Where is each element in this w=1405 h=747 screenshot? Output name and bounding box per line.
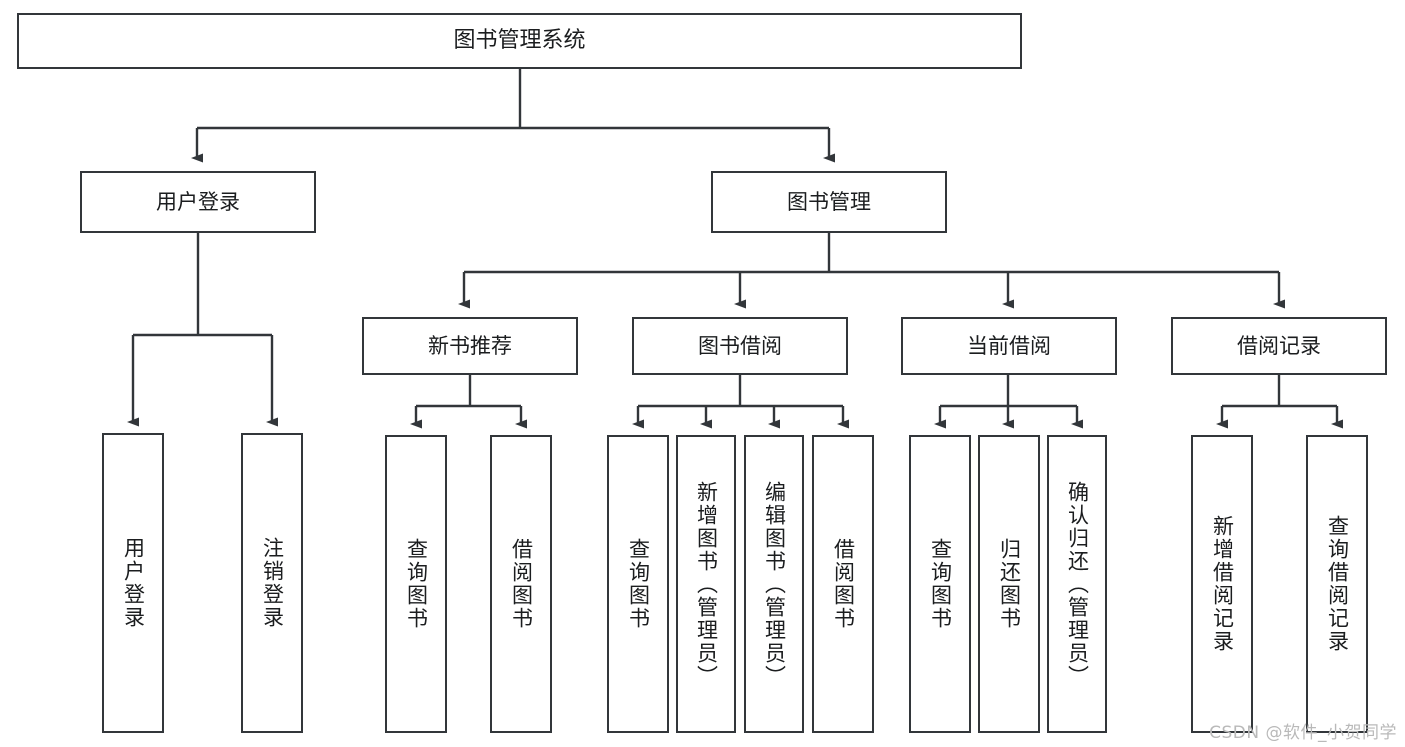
node-leaf-logout-label: 注销登录 <box>260 537 285 629</box>
node-leaf-query-book-3-label: 查询图书 <box>928 538 953 630</box>
node-new-book-rec[interactable]: 新书推荐 <box>362 317 578 375</box>
node-leaf-query-book-3[interactable]: 查询图书 <box>909 435 971 733</box>
node-leaf-query-book-2-label: 查询图书 <box>626 538 651 630</box>
node-book-manage[interactable]: 图书管理 <box>711 171 947 233</box>
node-book-borrow[interactable]: 图书借阅 <box>632 317 848 375</box>
node-borrow-record[interactable]: 借阅记录 <box>1171 317 1387 375</box>
node-new-book-rec-label: 新书推荐 <box>428 333 512 358</box>
node-leaf-borrow-book-1[interactable]: 借阅图书 <box>490 435 552 733</box>
node-leaf-borrow-book-1-label: 借阅图书 <box>509 538 534 630</box>
node-leaf-user-login[interactable]: 用户登录 <box>102 433 164 733</box>
node-leaf-query-book-1[interactable]: 查询图书 <box>385 435 447 733</box>
node-leaf-add-record-label: 新增借阅记录 <box>1210 515 1235 653</box>
node-leaf-confirm-return-label: 确认归还（管理员） <box>1065 480 1090 688</box>
watermark: CSDN @软件_小贺同学 <box>1209 723 1397 743</box>
node-leaf-borrow-book-2[interactable]: 借阅图书 <box>812 435 874 733</box>
node-user-login-label: 用户登录 <box>156 189 240 214</box>
node-borrow-record-label: 借阅记录 <box>1237 333 1321 358</box>
node-book-borrow-label: 图书借阅 <box>698 333 782 358</box>
node-leaf-query-record[interactable]: 查询借阅记录 <box>1306 435 1368 733</box>
node-leaf-borrow-book-2-label: 借阅图书 <box>831 538 856 630</box>
node-leaf-add-record[interactable]: 新增借阅记录 <box>1191 435 1253 733</box>
node-user-login[interactable]: 用户登录 <box>80 171 316 233</box>
node-leaf-logout[interactable]: 注销登录 <box>241 433 303 733</box>
node-root-label: 图书管理系统 <box>453 28 586 54</box>
node-leaf-query-record-label: 查询借阅记录 <box>1325 515 1350 653</box>
node-leaf-user-login-label: 用户登录 <box>121 537 146 629</box>
node-leaf-edit-book[interactable]: 编辑图书（管理员） <box>744 435 804 733</box>
node-leaf-edit-book-label: 编辑图书（管理员） <box>762 480 787 688</box>
node-leaf-add-book-label: 新增图书（管理员） <box>694 480 719 688</box>
node-book-manage-label: 图书管理 <box>787 189 871 214</box>
node-root[interactable]: 图书管理系统 <box>17 13 1022 69</box>
node-leaf-query-book-1-label: 查询图书 <box>404 538 429 630</box>
node-leaf-return-book-label: 归还图书 <box>997 538 1022 630</box>
node-leaf-add-book[interactable]: 新增图书（管理员） <box>676 435 736 733</box>
node-leaf-return-book[interactable]: 归还图书 <box>978 435 1040 733</box>
node-current-borrow-label: 当前借阅 <box>967 333 1051 358</box>
node-leaf-confirm-return[interactable]: 确认归还（管理员） <box>1047 435 1107 733</box>
node-current-borrow[interactable]: 当前借阅 <box>901 317 1117 375</box>
node-leaf-query-book-2[interactable]: 查询图书 <box>607 435 669 733</box>
